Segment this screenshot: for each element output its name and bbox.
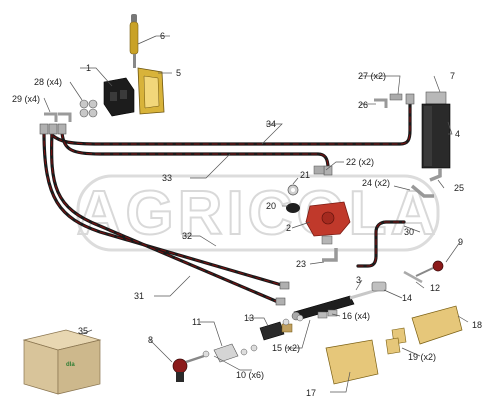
callout-7: 7 — [450, 71, 455, 81]
shipping-box: dla — [22, 329, 102, 395]
hose-33 — [60, 131, 330, 170]
callout-14: 14 — [402, 293, 412, 303]
fitting-27 — [389, 93, 403, 101]
ball-joint-8 — [172, 354, 205, 382]
hose-30 — [356, 220, 406, 268]
sleeve-11 — [213, 343, 239, 363]
callout-31: 31 — [134, 291, 144, 301]
hose-34 — [50, 100, 412, 146]
callout-34: 34 — [266, 119, 276, 129]
nut-20 — [286, 203, 300, 213]
washer-21 — [287, 184, 299, 196]
callout-26: 26 — [358, 100, 368, 110]
callout-23: 23 — [296, 259, 306, 269]
callout-33: 33 — [162, 173, 172, 183]
callout-30: 30 — [404, 227, 414, 237]
callout-16: 16 (x4) — [342, 311, 370, 321]
nuts — [79, 99, 98, 118]
hose-32 — [42, 130, 287, 288]
washers-15 — [282, 314, 304, 326]
bolt-14 — [371, 281, 387, 292]
callout-22: 22 (x2) — [346, 157, 374, 167]
callout-9: 9 — [458, 237, 463, 247]
bracket-18 — [411, 305, 463, 345]
callout-labels: 6 5 1 28 (x4) 29 (x4) 27 (x2) 7 26 4 34 … — [12, 31, 482, 398]
callout-2: 2 — [286, 223, 291, 233]
oil-tank — [421, 91, 451, 169]
hose-31 — [50, 130, 280, 304]
callout-21: 21 — [300, 170, 310, 180]
leader-lines — [43, 35, 469, 393]
brass-bracket — [137, 67, 165, 115]
callout-13: 13 — [244, 313, 254, 323]
elbow-23 — [322, 248, 338, 262]
callout-10: 10 (x6) — [236, 370, 264, 380]
callout-25: 25 — [454, 183, 464, 193]
rod-end-9 — [415, 260, 444, 277]
pin-12 — [403, 270, 423, 284]
fitting-22 — [313, 165, 325, 175]
plates-19 — [385, 327, 407, 355]
control-block — [103, 77, 135, 117]
red-valve — [305, 201, 351, 245]
callout-35: 35 — [78, 326, 88, 336]
callout-24: 24 (x2) — [362, 178, 390, 188]
callout-27: 27 (x2) — [358, 71, 386, 81]
callout-29: 29 (x4) — [12, 94, 40, 104]
callout-4: 4 — [455, 129, 460, 139]
callout-12: 12 — [430, 283, 440, 293]
joystick-lever — [129, 14, 139, 68]
callout-15: 15 (x2) — [272, 343, 300, 353]
callout-17: 17 — [306, 388, 316, 398]
fittings-16 — [317, 309, 338, 319]
callout-5: 5 — [176, 68, 181, 78]
callout-18: 18 — [472, 320, 482, 330]
washers-10 — [202, 344, 258, 358]
fitting-26 — [374, 98, 388, 108]
fitting-24 — [410, 184, 434, 198]
callout-28: 28 (x4) — [34, 77, 62, 87]
callout-6: 6 — [160, 31, 165, 41]
coupler-13 — [259, 321, 293, 341]
callout-3: 3 — [356, 275, 361, 285]
callout-8: 8 — [148, 335, 153, 345]
plate-17 — [325, 339, 379, 385]
elbow-fittings — [44, 112, 72, 122]
fitting-25 — [429, 168, 442, 182]
callout-32: 32 — [182, 231, 192, 241]
callout-1: 1 — [86, 63, 91, 73]
callout-11: 11 — [192, 317, 201, 327]
hose-fittings — [39, 93, 415, 306]
callout-19: 19 (x2) — [408, 352, 436, 362]
box-logo-text: dla — [66, 362, 75, 368]
callout-20: 20 — [266, 201, 276, 211]
